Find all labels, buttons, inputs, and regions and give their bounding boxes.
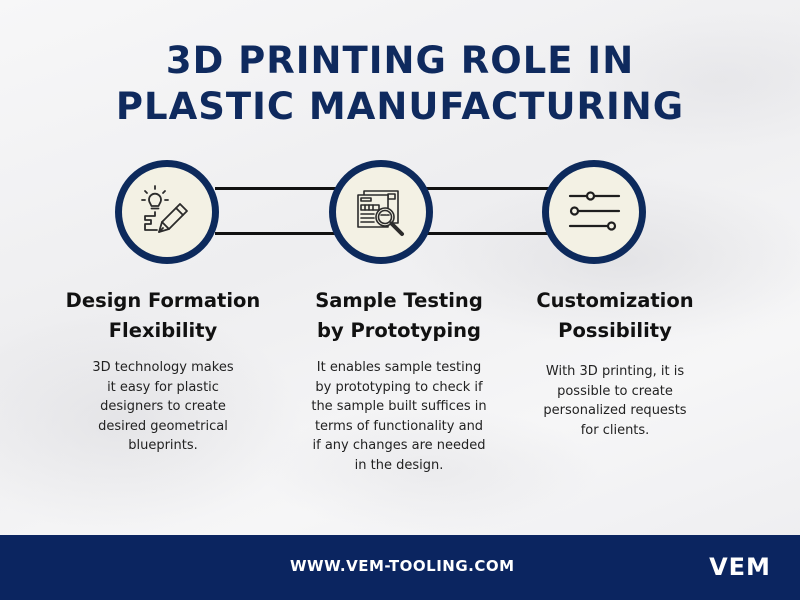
feature-customization: Customization Possibility With 3D printi… (500, 286, 730, 440)
feature-icon-circle-3 (542, 160, 646, 264)
document-magnifier-icon (357, 190, 404, 236)
feature-heading-line-1: Design Formation (65, 289, 261, 312)
vem-logo: VEM (709, 553, 771, 581)
feature-heading: Design Formation Flexibility (48, 286, 278, 346)
feature-heading: Customization Possibility (500, 286, 730, 346)
feature-description: It enables sample testing by prototyping… (311, 360, 487, 473)
feature-icon-circle-1 (115, 160, 219, 264)
feature-heading-line-2: by Prototyping (317, 319, 481, 342)
feature-sample-testing: Sample Testing by Prototyping It enables… (284, 286, 514, 475)
feature-heading: Sample Testing by Prototyping (284, 286, 514, 346)
feature-icon-circle-2 (329, 160, 433, 264)
footer-bar: WWW.VEM-TOOLING.COM VEM (0, 535, 800, 600)
feature-heading-line-2: Flexibility (108, 319, 218, 342)
feature-design-formation: Design Formation Flexibility 3D technolo… (48, 286, 278, 456)
page-title: 3D PRINTING ROLE IN PLASTIC MANUFACTURIN… (0, 38, 800, 130)
title-line-2: PLASTIC MANUFACTURING (115, 85, 685, 128)
lightbulb-pencil-icon (141, 185, 188, 233)
feature-description: With 3D printing, it is possible to crea… (543, 364, 687, 438)
feature-heading-line-2: Possibility (558, 319, 672, 342)
feature-heading-line-1: Customization (536, 289, 694, 312)
feature-description: 3D technology makes it easy for plastic … (92, 360, 234, 453)
website-link[interactable]: WWW.VEM-TOOLING.COM (290, 557, 515, 575)
title-line-1: 3D PRINTING ROLE IN (165, 39, 635, 82)
sliders-icon (568, 191, 621, 231)
feature-heading-line-1: Sample Testing (315, 289, 483, 312)
